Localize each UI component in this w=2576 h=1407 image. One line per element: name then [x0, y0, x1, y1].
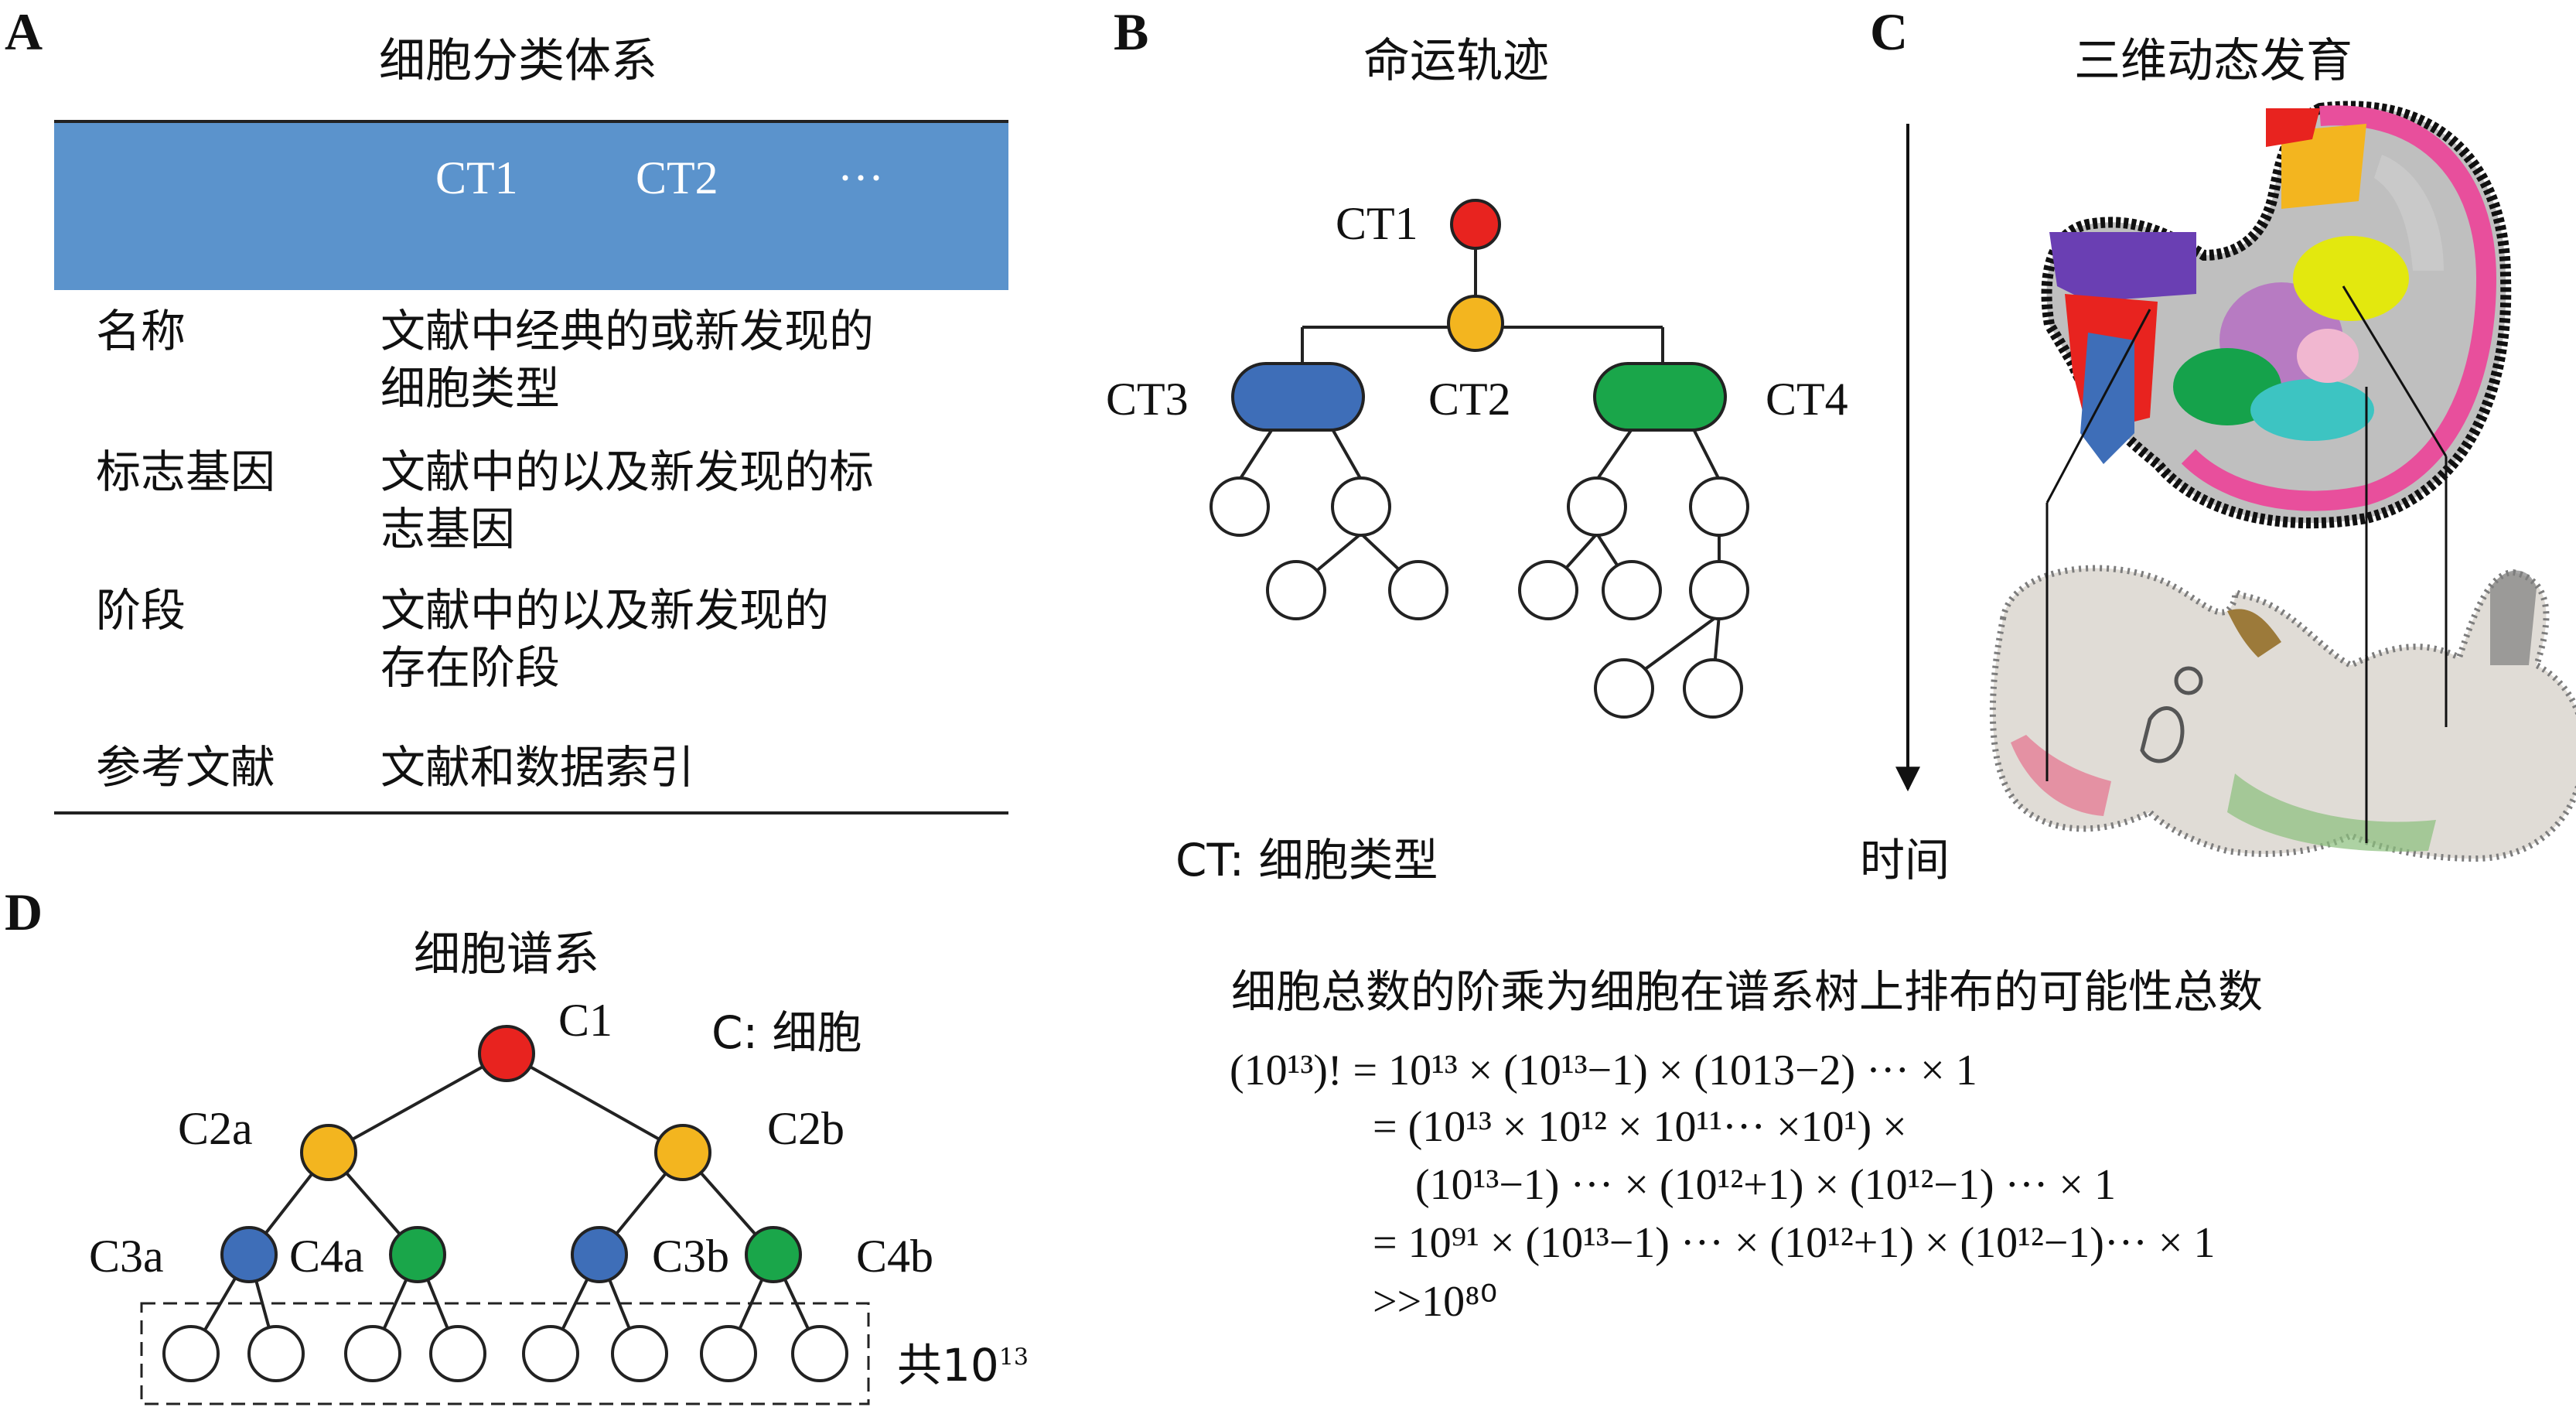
- c2b-node: [654, 1124, 711, 1181]
- table-row-key: 标志基因: [96, 446, 276, 498]
- table-row-key: 阶段: [96, 584, 186, 637]
- ct4-label: CT4: [1766, 374, 1848, 425]
- tree-node: [1594, 658, 1654, 719]
- ct3-node: [1231, 362, 1365, 432]
- c3a-node: [220, 1226, 278, 1283]
- ct3-label: CT3: [1106, 374, 1189, 425]
- tree-node: [1567, 476, 1627, 537]
- tree-node: [1689, 560, 1749, 620]
- c1-label: C1: [558, 995, 613, 1046]
- c3b-label: C3b: [652, 1231, 730, 1282]
- c3a-label: C3a: [89, 1231, 164, 1282]
- table-header-bar: [54, 121, 1008, 290]
- leaf-node: [700, 1325, 757, 1382]
- table-row-value-line: 志基因: [380, 503, 516, 555]
- panel-a-title: 细胞分类体系: [379, 34, 657, 88]
- c4b-label: C4b: [856, 1231, 934, 1282]
- panel-a-letter: A: [5, 2, 43, 61]
- ct2-label: CT2: [1428, 374, 1511, 425]
- table-bottom-line: [54, 811, 1008, 814]
- panel-b-title: 命运轨迹: [1363, 34, 1549, 88]
- table-row-value-line: 文献中的以及新发现的标: [380, 446, 875, 498]
- c4a-node: [389, 1226, 446, 1283]
- c2a-label: C2a: [178, 1103, 253, 1154]
- c4b-node: [745, 1226, 802, 1283]
- tree-node: [1602, 560, 1662, 620]
- formula-line-5: >>10⁸⁰: [1373, 1278, 1498, 1326]
- table-row-value: 文献和数据索引: [380, 739, 694, 796]
- tree-node: [1331, 476, 1391, 537]
- c1-node: [478, 1025, 535, 1082]
- tree-node: [1210, 476, 1270, 537]
- leaf-node: [429, 1325, 486, 1382]
- c3b-node: [571, 1226, 628, 1283]
- tree-node: [1266, 560, 1326, 620]
- time-axis-label: 时间: [1860, 834, 1950, 886]
- table-top-line: [54, 120, 1008, 123]
- ct-legend: CT: 细胞类型: [1175, 834, 1438, 886]
- tree-node: [1689, 476, 1749, 537]
- leaf-node: [611, 1325, 668, 1382]
- tree-node: [1388, 560, 1448, 620]
- table-row-key: 参考文献: [96, 741, 276, 794]
- table-row-value-line: 文献中经典的或新发现的: [380, 305, 875, 357]
- table-row-value-line: 文献中的以及新发现的: [380, 584, 830, 637]
- table-row-value: 文献中经典的或新发现的 细胞类型: [380, 302, 874, 417]
- c2b-label: C2b: [767, 1103, 845, 1154]
- ct4-node: [1593, 362, 1727, 432]
- leaf-node: [344, 1325, 401, 1382]
- formula-caption: 细胞总数的阶乘为细胞在谱系树上排布的可能性总数: [1231, 965, 2264, 1018]
- tree-node: [1518, 560, 1578, 620]
- panel-c-title: 三维动态发育: [2074, 34, 2353, 88]
- panel-c-letter: C: [1870, 2, 1909, 61]
- total-cells-text: 共10: [897, 1339, 999, 1392]
- table-col-ct1: CT1: [435, 152, 518, 203]
- c2a-node: [300, 1124, 357, 1181]
- table-row-value-line: 存在阶段: [380, 641, 561, 694]
- table-row-value: 文献中的以及新发现的标 志基因: [380, 443, 874, 558]
- ct1-node: [1450, 199, 1501, 250]
- formula-line-3: (10¹³−1) ··· × (10¹²+1) × (10¹²−1) ··· ×…: [1415, 1161, 2117, 1209]
- leaf-node: [522, 1325, 579, 1382]
- formula-line-2: = (10¹³ × 10¹² × 10¹¹··· ×10¹) ×: [1373, 1103, 1907, 1151]
- table-row-key: 名称: [96, 305, 186, 357]
- table-col-more: ···: [838, 152, 884, 203]
- panel-d-letter: D: [5, 883, 43, 941]
- formula-line-4: = 10⁹¹ × (10¹³−1) ··· × (10¹²+1) × (10¹²…: [1373, 1219, 2216, 1267]
- embryo-3d-image: [1989, 565, 2576, 862]
- ct1-label: CT1: [1336, 198, 1418, 249]
- total-cells-exp: 13: [998, 1344, 1029, 1371]
- table-row-value: 文献中的以及新发现的 存在阶段: [380, 582, 829, 696]
- panel-d-title: 细胞谱系: [414, 927, 599, 982]
- formula-line-1: (10¹³)! = 10¹³ × (10¹³−1) × (1013−2) ···…: [1230, 1047, 1977, 1095]
- c4a-label: C4a: [289, 1231, 364, 1282]
- leaf-node: [791, 1325, 848, 1382]
- tree-node: [1683, 658, 1743, 719]
- table-row-value-line: 文献和数据索引: [380, 741, 695, 794]
- leaf-group-box: [140, 1302, 870, 1405]
- leaf-node: [162, 1325, 220, 1382]
- total-cells-label: 共1013: [897, 1329, 1029, 1394]
- panel-b-letter: B: [1114, 2, 1149, 61]
- table-col-ct2: CT2: [636, 152, 718, 203]
- table-row-value-line: 细胞类型: [380, 362, 561, 415]
- ct2-node: [1447, 295, 1504, 352]
- leaf-node: [247, 1325, 305, 1382]
- cell-legend: C: 细胞: [711, 1006, 862, 1059]
